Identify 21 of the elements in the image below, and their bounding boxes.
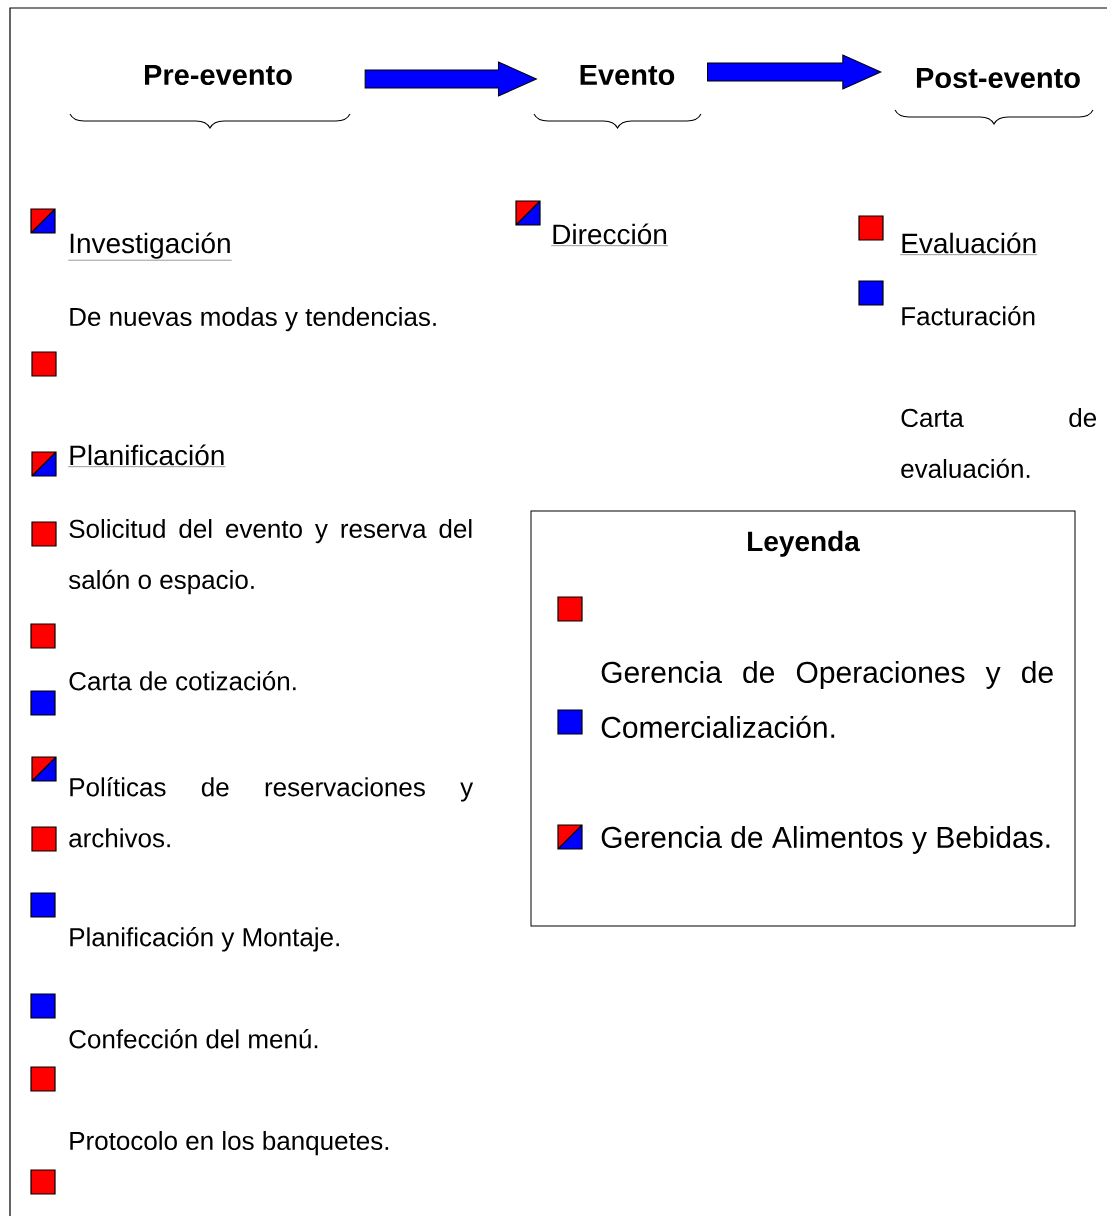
item-text: Facturación [902,306,1035,326]
phase-heading: Post-evento [916,67,1080,89]
phase-heading: Evento [580,64,675,86]
item-text: Carta de cotización. [69,671,296,691]
legend-text: Gerencia de Alimentos y Bebidas. [601,826,1050,854]
legend-title: Leyenda [748,530,860,557]
section-heading: Investigación [68,232,232,261]
item-text: Solicitud del evento y reserva del salón o espacio. [68,519,472,595]
item-text: Políticas de reservaciones y archivos. [69,777,474,848]
item-text: Carta de evaluación. [901,408,1097,479]
item-text: Protocolo en los banquetes. [70,1131,389,1156]
section-heading: Dirección [551,223,669,246]
arrow [707,54,882,90]
legend-text: Gerencia de Operaciones y de Comercialización. [601,661,1053,739]
item-text: Confección del menú. [69,1029,318,1049]
phase-heading: Pre-evento [145,64,292,86]
section-heading: Evaluación [900,232,1038,255]
section-heading: Planificación [68,444,226,467]
arrow [364,61,537,97]
item-text: Planificación y Montaje. [70,927,339,952]
item-text: De nuevas modas y tendencias. [70,307,436,332]
